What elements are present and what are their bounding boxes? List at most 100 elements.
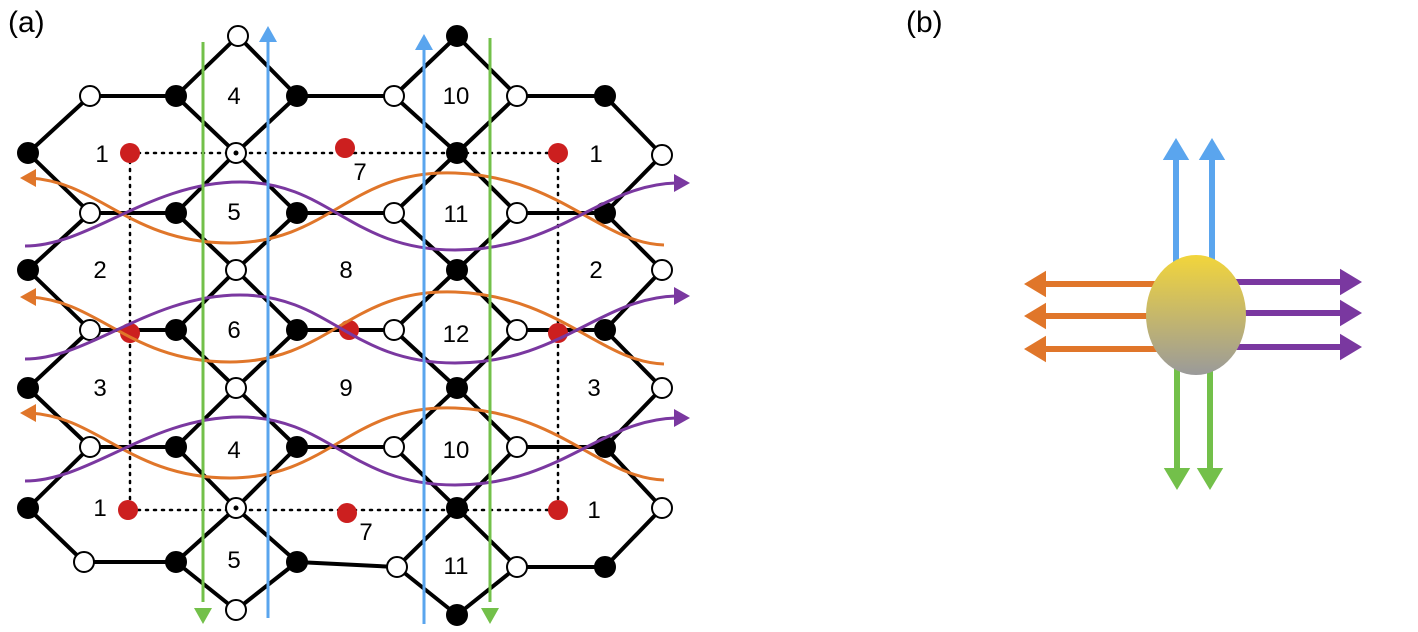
green-arrowhead xyxy=(194,608,212,624)
purple-arrowhead xyxy=(674,174,690,192)
purple-zigzag-path xyxy=(24,293,677,365)
orange-outgoing-arrowhead xyxy=(1024,335,1046,363)
face-label: 10 xyxy=(443,437,470,464)
orange-outgoing-arrowhead xyxy=(1024,270,1046,298)
white-node xyxy=(506,319,528,341)
black-node xyxy=(446,497,468,519)
green-arrowhead xyxy=(481,608,499,624)
lattice-edge xyxy=(90,386,605,449)
black-node xyxy=(446,25,468,47)
red-point xyxy=(118,500,138,520)
face-label: 6 xyxy=(227,317,240,344)
face-label: 1 xyxy=(589,141,602,168)
black-node xyxy=(286,551,308,573)
blue-outgoing-arrowhead xyxy=(1162,138,1190,160)
face-label: 9 xyxy=(339,375,352,402)
face-label: 5 xyxy=(227,199,240,226)
orange-outgoing-arrowhead xyxy=(1024,302,1046,330)
purple-outgoing-arrowhead xyxy=(1340,299,1362,327)
white-node xyxy=(651,144,673,166)
orange-zigzag-path xyxy=(29,171,665,247)
white-node xyxy=(79,85,101,107)
white-node xyxy=(651,377,673,399)
black-node xyxy=(594,85,616,107)
face-label: 11 xyxy=(444,201,469,228)
zigzag-paths xyxy=(20,26,690,624)
red-point xyxy=(337,503,357,523)
face-label: 2 xyxy=(589,257,602,284)
black-node xyxy=(165,436,187,458)
red-point xyxy=(120,143,140,163)
panel-a-label: (a) xyxy=(8,6,45,39)
white-node xyxy=(383,436,405,458)
white-node xyxy=(506,556,528,578)
central-node-blob xyxy=(1146,255,1246,375)
face-label: 8 xyxy=(339,257,352,284)
purple-outgoing-arrowhead xyxy=(1340,268,1362,296)
white-node xyxy=(386,556,408,578)
black-node xyxy=(165,85,187,107)
blue-outgoing-arrowhead xyxy=(1198,138,1226,160)
black-node xyxy=(165,551,187,573)
black-node xyxy=(446,377,468,399)
lattice-edge xyxy=(90,211,605,272)
face-label: 10 xyxy=(443,83,470,110)
black-node xyxy=(594,319,616,341)
purple-zigzag-path xyxy=(24,180,677,252)
blue-arrowhead xyxy=(415,34,433,50)
white-node xyxy=(73,551,95,573)
black-node xyxy=(286,319,308,341)
black-node xyxy=(446,142,468,164)
black-node xyxy=(17,142,39,164)
orange-arrowhead xyxy=(20,404,36,422)
purple-zigzag-path xyxy=(24,415,677,487)
white-node xyxy=(651,497,673,519)
white-node xyxy=(79,319,101,341)
white-node xyxy=(506,436,528,458)
white-node-center-dot xyxy=(233,505,239,511)
white-node xyxy=(79,436,101,458)
white-node xyxy=(225,259,247,281)
face-label: 3 xyxy=(587,375,600,402)
black-node xyxy=(165,319,187,341)
green-outgoing-arrowhead xyxy=(1163,468,1191,490)
face-label: 3 xyxy=(93,375,106,402)
white-node xyxy=(506,202,528,224)
purple-outgoing-arrowhead xyxy=(1340,333,1362,361)
white-node xyxy=(383,202,405,224)
white-node-center-dot xyxy=(233,150,239,156)
white-node xyxy=(506,85,528,107)
face-label: 1 xyxy=(95,141,108,168)
face-label: 12 xyxy=(443,321,470,348)
white-node xyxy=(383,85,405,107)
face-label: 4 xyxy=(227,437,240,464)
face-label: 11 xyxy=(444,553,469,580)
face-label: 7 xyxy=(353,159,366,186)
black-node xyxy=(286,436,308,458)
black-node xyxy=(446,604,468,626)
face-label: 1 xyxy=(587,497,600,524)
black-node xyxy=(594,556,616,578)
green-outgoing-arrowhead xyxy=(1196,468,1224,490)
red-point xyxy=(548,143,568,163)
black-node xyxy=(286,85,308,107)
white-node xyxy=(225,377,247,399)
black-node xyxy=(165,202,187,224)
orange-zigzag-path xyxy=(29,406,665,482)
panel-b-label: (b) xyxy=(906,6,943,39)
purple-arrowhead xyxy=(674,409,690,427)
orange-arrowhead xyxy=(20,288,36,306)
face-label: 2 xyxy=(93,257,106,284)
white-node xyxy=(225,599,247,621)
black-node xyxy=(286,202,308,224)
white-node xyxy=(651,259,673,281)
white-node xyxy=(227,25,249,47)
face-label: 5 xyxy=(227,547,240,574)
black-node xyxy=(17,497,39,519)
black-node xyxy=(446,259,468,281)
white-node xyxy=(383,319,405,341)
lattice-nodes xyxy=(17,25,673,626)
